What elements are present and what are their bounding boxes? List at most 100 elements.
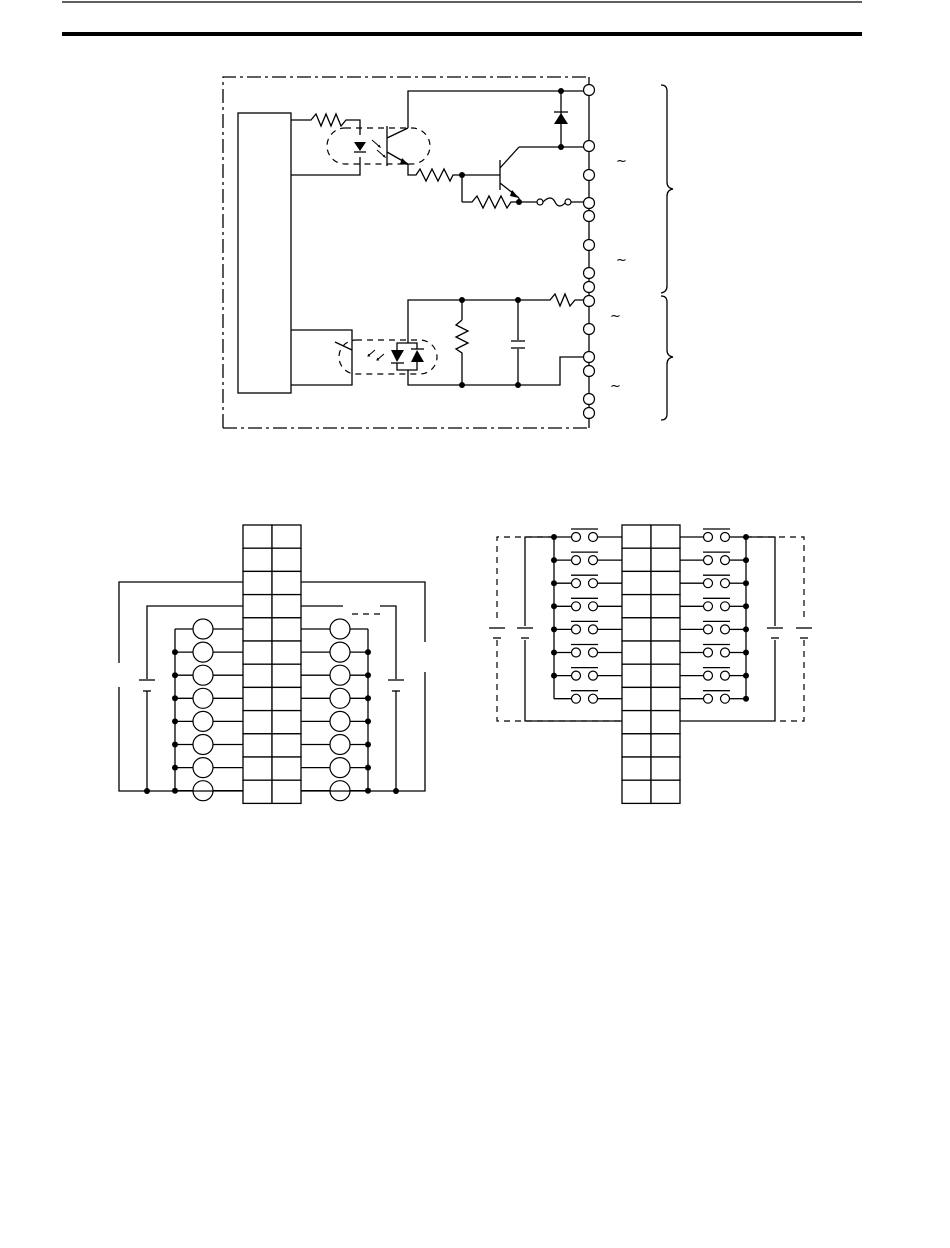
load-circle bbox=[330, 758, 350, 778]
load-circle bbox=[330, 619, 350, 639]
terminal-cell bbox=[622, 548, 651, 571]
terminal-cell bbox=[243, 664, 272, 687]
terminal-cell bbox=[272, 618, 301, 641]
switch-contact bbox=[572, 625, 581, 634]
load-circle bbox=[193, 711, 213, 731]
switch-contact bbox=[704, 533, 713, 542]
terminal-cell bbox=[651, 525, 680, 548]
terminal-cell bbox=[622, 757, 651, 780]
switch-contact bbox=[589, 556, 598, 565]
terminal-cell bbox=[243, 571, 272, 594]
switch-contact bbox=[721, 671, 730, 680]
terminal-cell bbox=[651, 757, 680, 780]
switch-contact bbox=[704, 625, 713, 634]
terminal-cell bbox=[243, 641, 272, 664]
terminal-cell bbox=[243, 757, 272, 780]
terminal-cell bbox=[272, 641, 301, 664]
load-circle bbox=[193, 619, 213, 639]
terminal-cell bbox=[651, 687, 680, 710]
load-circle bbox=[193, 758, 213, 778]
terminal-cell bbox=[272, 757, 301, 780]
load-circle bbox=[193, 665, 213, 685]
switch-contact bbox=[572, 579, 581, 588]
terminal-cell bbox=[272, 711, 301, 734]
switch-contact bbox=[572, 556, 581, 565]
terminal-cell bbox=[622, 664, 651, 687]
switch-contact bbox=[704, 556, 713, 565]
load-circle bbox=[330, 688, 350, 708]
switch-contact bbox=[572, 533, 581, 542]
terminal-cell bbox=[272, 780, 301, 803]
switch-contact bbox=[589, 694, 598, 703]
terminal-cell bbox=[622, 687, 651, 710]
switch-contact bbox=[721, 556, 730, 565]
switch-contact bbox=[704, 648, 713, 657]
terminal-cell bbox=[651, 641, 680, 664]
load-circle bbox=[193, 688, 213, 708]
terminal-cell bbox=[243, 687, 272, 710]
terminal-cell bbox=[622, 711, 651, 734]
terminal-cell bbox=[651, 595, 680, 618]
tilde-mark: ~ bbox=[610, 309, 621, 324]
terminal-cell bbox=[622, 595, 651, 618]
terminal-cell bbox=[622, 641, 651, 664]
terminal-cell bbox=[243, 548, 272, 571]
terminal-cell bbox=[651, 571, 680, 594]
terminal-cell bbox=[651, 548, 680, 571]
output-terminal-block bbox=[243, 525, 301, 803]
load-circle bbox=[193, 642, 213, 662]
tilde-mark: ~ bbox=[616, 253, 627, 268]
input-wiring-diagram bbox=[489, 525, 812, 803]
terminal-cell bbox=[272, 595, 301, 618]
switch-contact bbox=[572, 671, 581, 680]
switch-contact bbox=[589, 625, 598, 634]
terminal-cell bbox=[651, 734, 680, 757]
switch-contact bbox=[704, 579, 713, 588]
switch-contact bbox=[572, 694, 581, 703]
switch-contact bbox=[721, 625, 730, 634]
terminal-cell bbox=[651, 664, 680, 687]
switch-contact bbox=[721, 602, 730, 611]
input-photocoupler-outline bbox=[339, 340, 437, 374]
switch-contact bbox=[589, 533, 598, 542]
load-circle bbox=[193, 735, 213, 755]
input-brace bbox=[661, 296, 673, 420]
tilde-mark: ~ bbox=[616, 154, 627, 169]
switch-contact bbox=[721, 533, 730, 542]
switch-contact bbox=[704, 694, 713, 703]
terminal-cell bbox=[622, 571, 651, 594]
terminal-cell bbox=[272, 548, 301, 571]
switch-contact bbox=[721, 694, 730, 703]
terminal-cell bbox=[243, 711, 272, 734]
load-circle bbox=[330, 642, 350, 662]
terminal-cell bbox=[272, 687, 301, 710]
switch-contact bbox=[704, 671, 713, 680]
terminal-cell bbox=[272, 734, 301, 757]
switch-contact bbox=[721, 648, 730, 657]
switch-contact bbox=[589, 602, 598, 611]
switch-contact bbox=[721, 579, 730, 588]
terminal-cell bbox=[622, 618, 651, 641]
output-wiring-diagram bbox=[119, 525, 425, 803]
terminal-cell bbox=[272, 571, 301, 594]
switch-contact bbox=[589, 579, 598, 588]
load-circle bbox=[330, 735, 350, 755]
load-circle bbox=[330, 665, 350, 685]
terminal-cell bbox=[651, 711, 680, 734]
terminal-cell bbox=[651, 618, 680, 641]
terminal-cell bbox=[243, 780, 272, 803]
terminal-cell bbox=[651, 780, 680, 803]
switch-contact bbox=[572, 602, 581, 611]
terminal-cell bbox=[272, 664, 301, 687]
tilde-mark: ~ bbox=[610, 379, 621, 394]
terminal-cell bbox=[622, 780, 651, 803]
terminal-cell bbox=[622, 525, 651, 548]
internal-circuit-block bbox=[238, 113, 291, 393]
terminal-cell bbox=[622, 734, 651, 757]
internal-circuit-diagram: ~ ~ ~ ~ bbox=[223, 77, 673, 428]
load-circle bbox=[330, 711, 350, 731]
switch-contact bbox=[572, 648, 581, 657]
terminal-cell bbox=[243, 734, 272, 757]
output-brace bbox=[661, 85, 673, 293]
